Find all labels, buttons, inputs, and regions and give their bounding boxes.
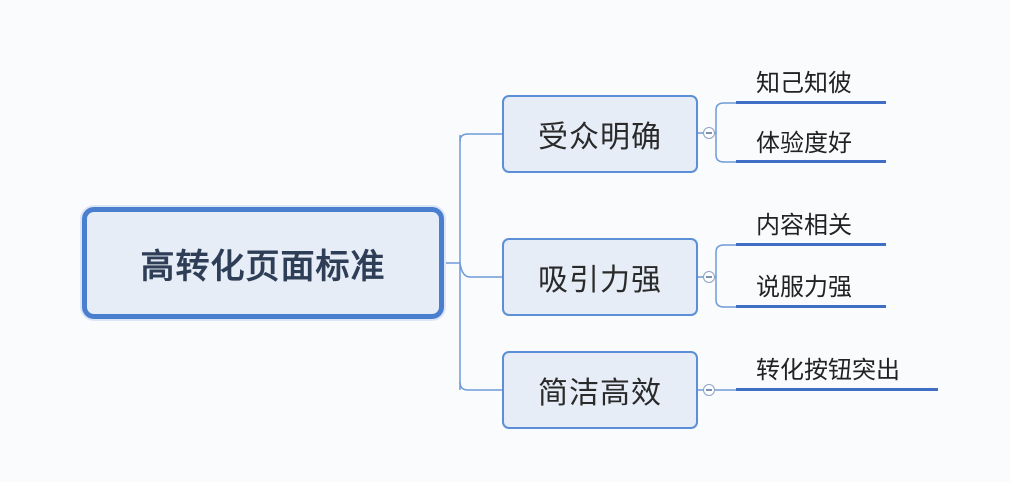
leaf-node[interactable]: 知己知彼 [756, 69, 852, 97]
branch-node-attraction[interactable]: 吸引力强 [502, 238, 698, 316]
connector-branch-1 [459, 133, 502, 142]
branch-label: 受众明确 [538, 120, 662, 155]
collapse-toggle-icon[interactable] [703, 271, 715, 283]
leaf-underline [736, 243, 886, 246]
leaf-underline [736, 388, 938, 391]
root-node[interactable]: 高转化页面标准 [82, 207, 444, 319]
branch-node-efficiency[interactable]: 简洁高效 [502, 351, 698, 429]
branch-node-audience[interactable]: 受众明确 [502, 95, 698, 173]
leaf-underline [736, 305, 886, 308]
branch-label: 简洁高效 [538, 376, 662, 411]
connector-leaf-2a [698, 244, 736, 278]
leaf-underline [736, 101, 886, 104]
collapse-toggle-icon[interactable] [703, 127, 715, 139]
connector-branch-3 [459, 381, 502, 391]
connector-branch-2 [459, 262, 502, 278]
leaf-node[interactable]: 转化按钮突出 [756, 356, 900, 384]
leaf-node[interactable]: 说服力强 [756, 273, 852, 301]
leaf-node[interactable]: 体验度好 [756, 129, 852, 157]
connector-leaf-2b [715, 277, 736, 308]
collapse-toggle-icon[interactable] [703, 384, 715, 396]
leaf-underline [736, 160, 886, 163]
connector-leaf-1a [698, 102, 736, 134]
root-label: 高转化页面标准 [140, 246, 386, 287]
branch-label: 吸引力强 [538, 263, 662, 298]
leaf-node[interactable]: 内容相关 [756, 211, 852, 239]
connector-leaf-1b [715, 133, 736, 163]
